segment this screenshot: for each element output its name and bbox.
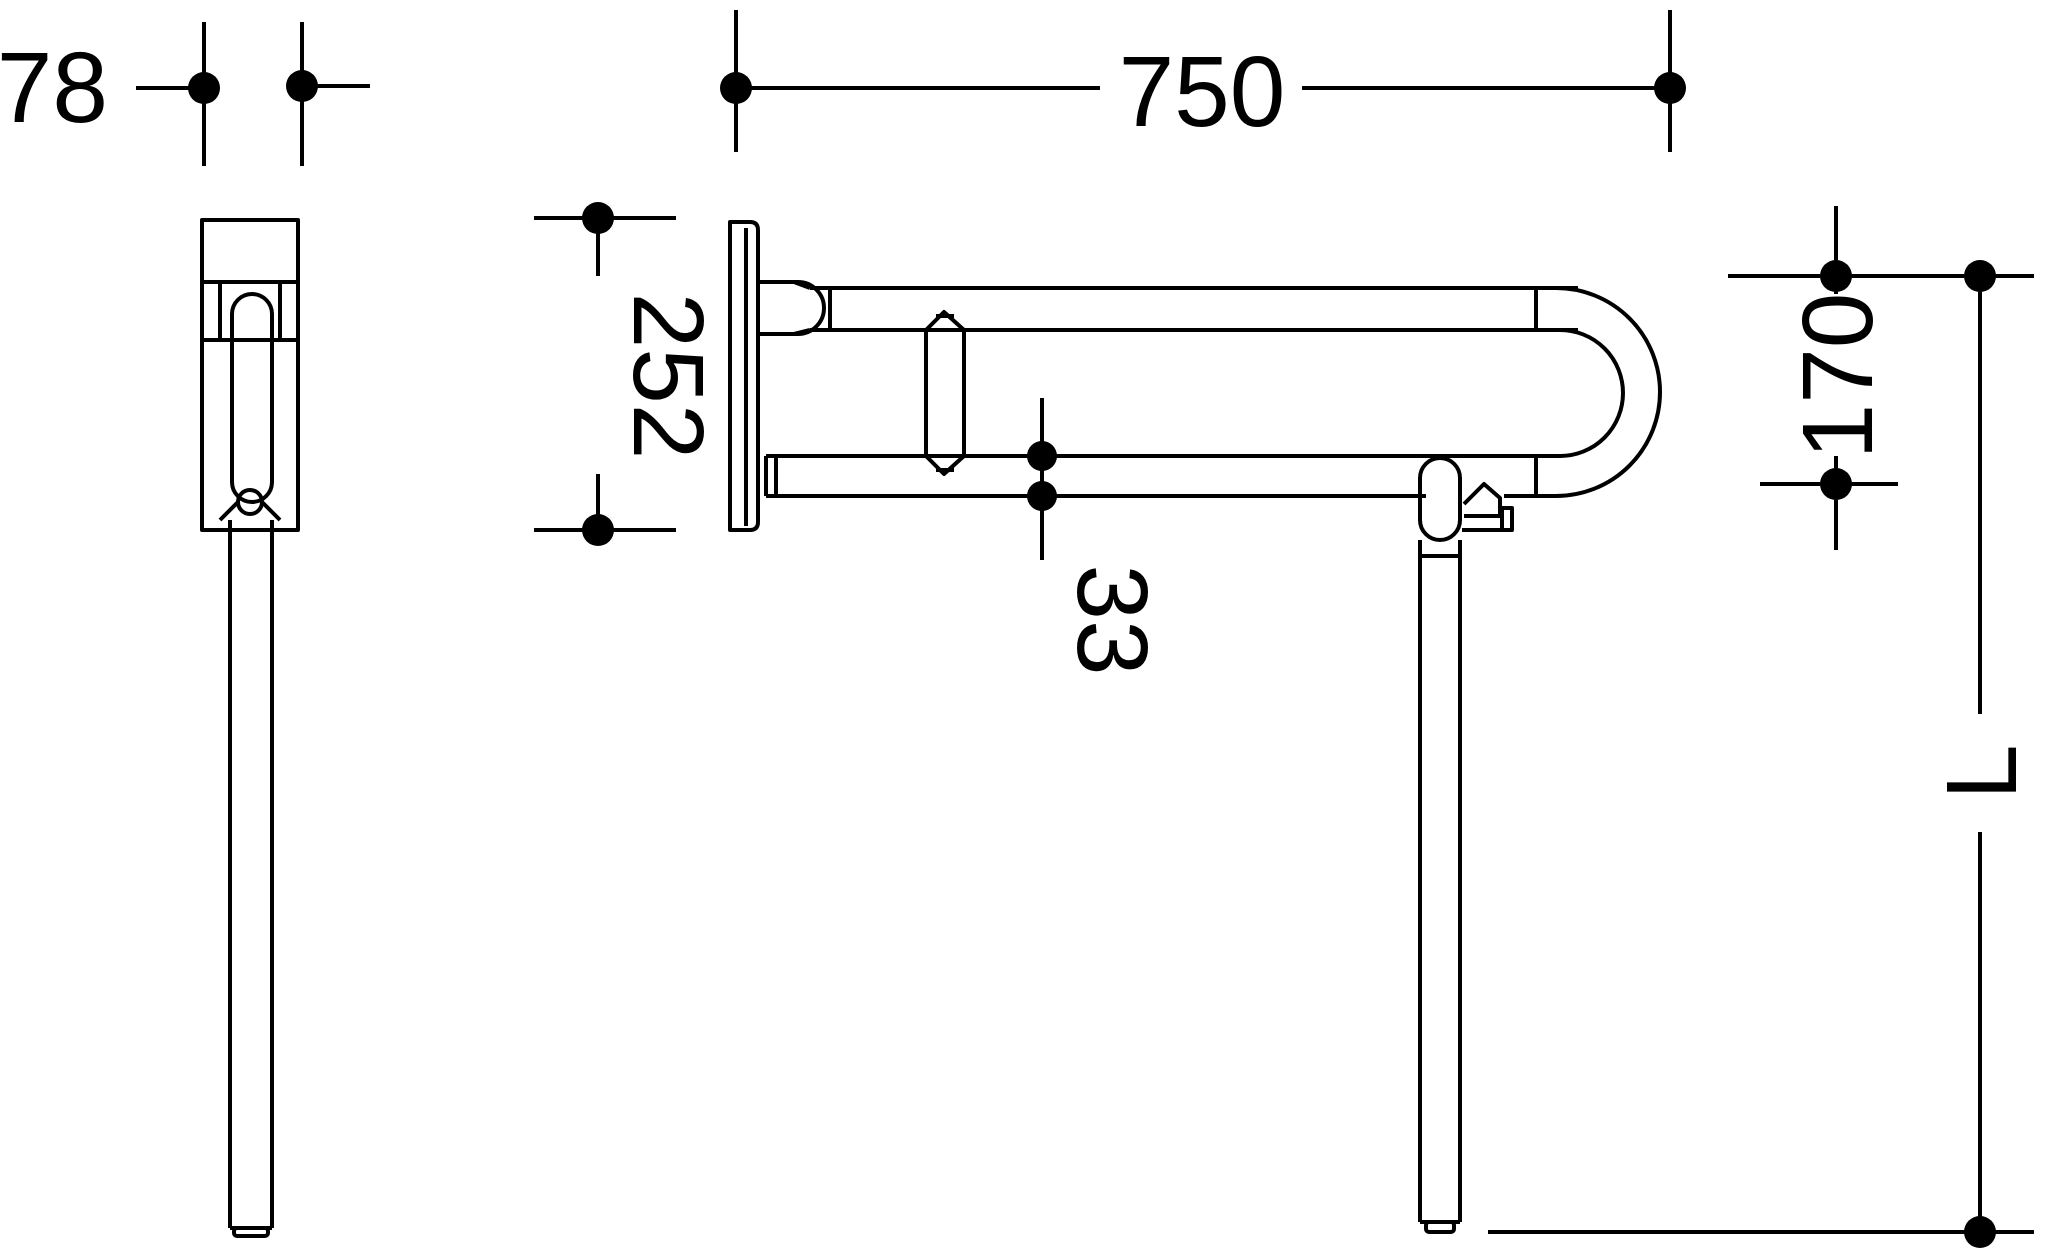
- dimension-length-label: 750: [1119, 36, 1286, 148]
- dimension-tube-diameter: 33: [1027, 398, 1168, 676]
- wall-plate: [728, 220, 760, 532]
- leg-hinge-capsule: [1418, 456, 1462, 542]
- u-bend-outer: [1555, 286, 1662, 498]
- front-view: [728, 220, 1662, 1234]
- dimension-height-label: 252: [612, 293, 724, 460]
- dimension-height: 252: [534, 202, 724, 546]
- dimension-tube-diameter-label: 33: [1056, 564, 1168, 675]
- leg-foot: [232, 1226, 270, 1238]
- dimension-depth-label: 78: [0, 32, 108, 144]
- dimension-bar-spacing: 170: [1728, 206, 2034, 550]
- sliding-sleeve: [924, 328, 966, 458]
- dimension-length: 750: [720, 10, 1686, 152]
- side-view: [200, 218, 300, 1238]
- leg-foot: [1424, 1220, 1456, 1234]
- lock-lever: [1462, 482, 1502, 518]
- dimension-bar-spacing-label: 170: [1782, 293, 1894, 460]
- u-bend-inner: [1559, 328, 1625, 458]
- dimension-leg-length: L: [1488, 260, 2038, 1248]
- dimension-leg-length-label: L: [1926, 744, 2038, 800]
- dimension-depth: 78: [0, 22, 370, 166]
